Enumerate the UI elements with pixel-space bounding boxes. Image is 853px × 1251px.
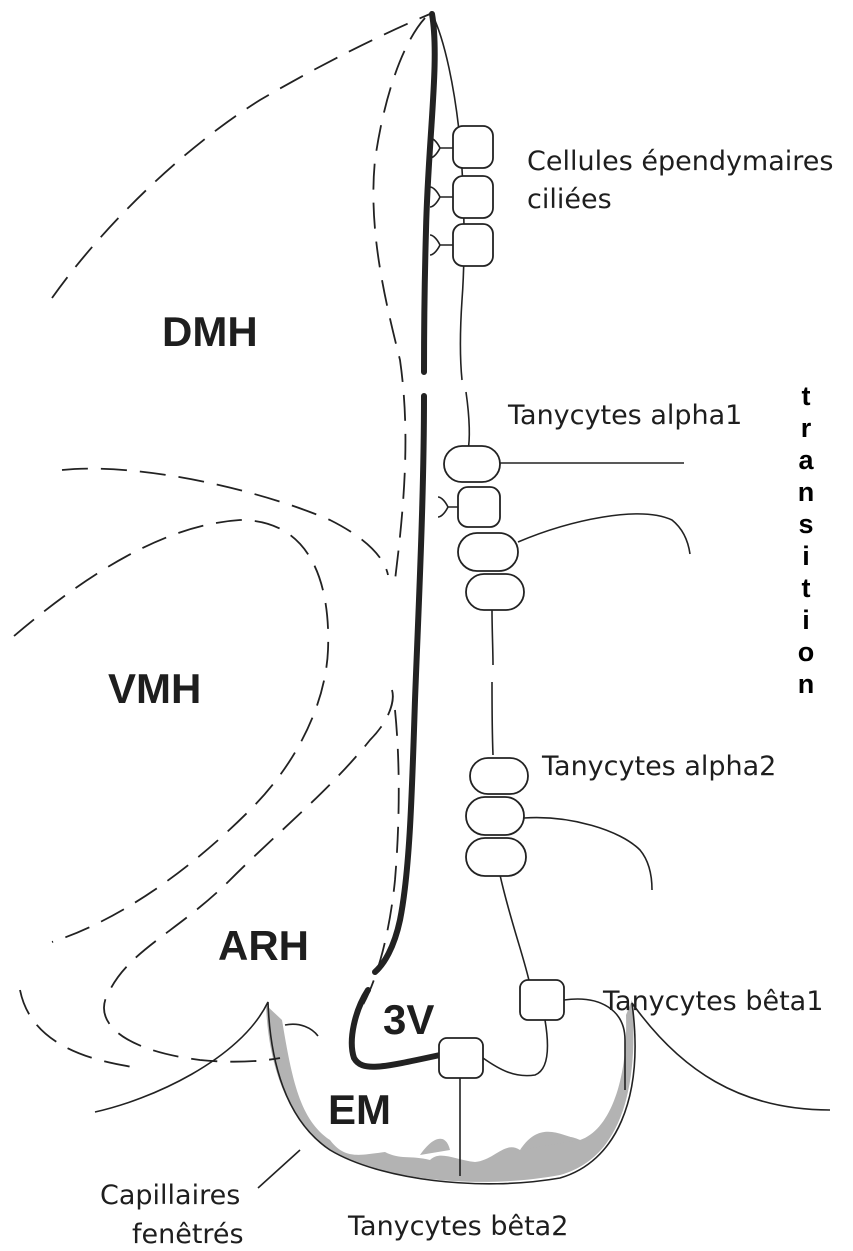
capillary-blob: [420, 1139, 450, 1155]
capillary-zone: [266, 1000, 633, 1182]
dmh-inner-boundary: [373, 18, 425, 580]
alpha1-process-curved: [518, 514, 690, 554]
cilia-icon: [430, 187, 453, 207]
beta1-cell: [520, 980, 564, 1020]
alpha1-label: Tanycytes alpha1: [507, 400, 742, 431]
median-eminence-label: EM: [328, 1086, 391, 1133]
arh-inner-boundary: [360, 710, 399, 1010]
alpha2-cell: [466, 838, 526, 876]
capillaries-label-line1: Capillaires: [100, 1180, 240, 1211]
alpha2-process: [524, 818, 652, 890]
ventricle-contour-alpha: [492, 610, 493, 665]
alpha1-cell: [444, 446, 500, 482]
transition-letter: o: [798, 637, 815, 667]
dmh-label: DMH: [162, 308, 258, 355]
ependymal-label-line2: ciliées: [527, 184, 612, 215]
arh-label: ARH: [218, 922, 309, 969]
third-ventricle-label: 3V: [383, 996, 434, 1043]
capillaries-label-line2: fenêtrés: [132, 1219, 244, 1250]
dmh-boundary: [52, 14, 430, 298]
transition-letter: s: [798, 509, 813, 539]
cilia-icon: [430, 138, 453, 158]
alpha1-cell: [466, 574, 524, 610]
alpha1-tanycytes: [438, 446, 690, 610]
ependymal-cell: [453, 176, 493, 218]
transition-letter: i: [802, 541, 810, 571]
alpha2-cell: [466, 797, 524, 835]
transition-letter: n: [798, 477, 815, 507]
ependymal-cell: [453, 126, 493, 168]
ventricle-contour-beta: [500, 875, 530, 985]
ependymal-label-line1: Cellules épendymaires: [527, 146, 833, 177]
ependymal-cells: [430, 126, 493, 266]
beta2-label: Tanycytes bêta2: [347, 1211, 568, 1242]
ependymal-cell: [453, 224, 493, 266]
capillary-pointer: [258, 1150, 300, 1188]
vmh-label: VMH: [108, 665, 201, 712]
cilia-icon: [430, 235, 453, 255]
transition-letter: t: [802, 381, 811, 411]
ventricle-contour-alpha2: [492, 682, 493, 755]
transition-letter: n: [798, 669, 815, 699]
ventricle-wall-middle: [375, 396, 424, 972]
ventricle-wall-upper: [424, 14, 435, 372]
alpha2-label: Tanycytes alpha2: [541, 751, 776, 782]
arh-lower-boundary: [20, 990, 140, 1068]
cilia-icon: [438, 497, 458, 517]
brain-outline-left: [95, 1002, 830, 1184]
beta1-label: Tanycytes bêta1: [602, 986, 823, 1017]
beta-process-link: [483, 1020, 548, 1076]
alpha1-ciliated-cell: [458, 487, 500, 527]
arh-boundary: [104, 690, 393, 1062]
arh-hook: [285, 1024, 318, 1036]
beta2-cell: [439, 1038, 483, 1078]
transition-letter: t: [802, 573, 811, 603]
alpha1-cell: [458, 533, 518, 571]
alpha2-cell: [470, 758, 528, 794]
transition-letter: r: [801, 413, 812, 443]
transition-letter: i: [802, 605, 810, 635]
transition-letter: a: [798, 445, 814, 475]
ventricle-contour-lower: [466, 392, 469, 450]
transition-label: t r a n s i t i o n: [798, 381, 815, 699]
vmh-outer-boundary: [14, 520, 328, 942]
